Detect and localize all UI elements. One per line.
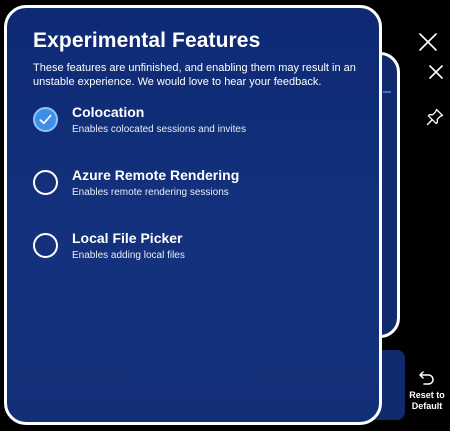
undo-icon — [419, 371, 434, 385]
option-title: Local File Picker — [72, 230, 183, 246]
option-subtitle: Enables colocated sessions and invites — [72, 124, 246, 135]
option-azure-remote-rendering[interactable]: Azure Remote Rendering Enables remote re… — [33, 166, 357, 229]
dialog-description: These features are unfinished, and enabl… — [33, 62, 356, 88]
option-title: Azure Remote Rendering — [72, 167, 240, 183]
local-file-picker-radio[interactable] — [33, 233, 58, 258]
dialog-title: Experimental Features — [33, 29, 261, 52]
close-dialog-button[interactable] — [416, 30, 440, 54]
pin-button[interactable] — [424, 106, 446, 128]
experimental-features-dialog: Experimental Features These features are… — [4, 5, 382, 425]
option-colocation[interactable]: Colocation Enables colocated sessions an… — [33, 103, 357, 166]
check-icon — [39, 114, 52, 125]
close-icon — [419, 33, 437, 51]
close-window-button[interactable] — [426, 62, 446, 82]
back-panel-marker — [383, 91, 391, 93]
option-subtitle: Enables remote rendering sessions — [72, 187, 229, 198]
colocation-radio[interactable] — [33, 107, 58, 132]
reset-label: Reset to Default — [409, 390, 445, 411]
option-subtitle: Enables adding local files — [72, 250, 185, 261]
reset-to-default-button[interactable]: Reset to Default — [404, 368, 450, 412]
option-title: Colocation — [72, 104, 145, 120]
azure-remote-rendering-radio[interactable] — [33, 170, 58, 195]
option-local-file-picker[interactable]: Local File Picker Enables adding local f… — [33, 229, 357, 292]
close-icon — [429, 65, 443, 79]
pin-icon — [426, 108, 444, 126]
